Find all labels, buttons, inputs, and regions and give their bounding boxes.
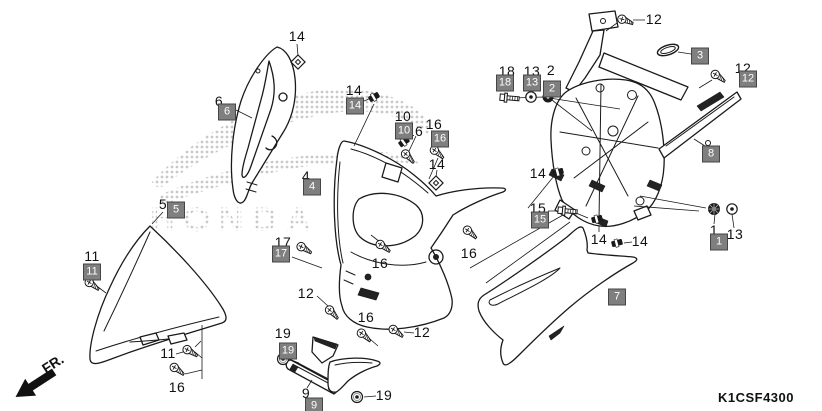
part-label-12: 12: [413, 324, 431, 340]
part-hotspot-15[interactable]: 15: [531, 211, 549, 229]
part-label-12: 12: [645, 11, 663, 27]
part-hotspot-14[interactable]: 14: [346, 97, 364, 115]
part-label-11: 11: [84, 248, 100, 264]
part-label-19: 19: [274, 325, 292, 341]
part-label-10: 10: [394, 108, 412, 124]
part-9-stay-bracket-drawing: [285, 336, 381, 395]
part-label-14: 14: [428, 156, 446, 172]
part-hotspot-3[interactable]: 3: [691, 47, 709, 65]
part-label-9: 9: [301, 385, 311, 401]
part-hotspot-9[interactable]: 9: [305, 397, 323, 411]
part-hotspot-1[interactable]: 1: [710, 233, 728, 251]
part-hotspot-11[interactable]: 11: [83, 263, 101, 281]
part-label-14: 14: [288, 28, 306, 44]
part-label-16: 16: [357, 309, 375, 325]
part-label-11: 11: [160, 345, 176, 361]
part-hotspot-8[interactable]: 8: [702, 145, 720, 163]
part-hotspot-17[interactable]: 17: [272, 245, 290, 263]
part-label-5: 5: [158, 196, 168, 212]
part-label-14: 14: [590, 231, 608, 247]
part-hotspot-5[interactable]: 5: [167, 201, 185, 219]
part-hotspot-2[interactable]: 2: [543, 80, 561, 98]
part-label-19: 19: [375, 387, 393, 403]
part-4-front-cowl-drawing: [333, 140, 507, 330]
part-label-14: 14: [529, 165, 547, 181]
part-hotspot-19[interactable]: 19: [279, 342, 297, 360]
part-hotspot-16[interactable]: 16: [431, 130, 449, 148]
part-8-headlight-stay-drawing: [548, 10, 742, 228]
part-hotspot-6[interactable]: 6: [218, 103, 236, 121]
part-label-16: 16: [425, 116, 443, 132]
part-label-4: 4: [301, 168, 311, 184]
diagram-code: K1CSF4300: [717, 390, 794, 405]
part-label-13: 13: [726, 226, 744, 242]
part-5-windscreen-drawing: [89, 225, 227, 365]
part-label-12: 12: [297, 285, 315, 301]
honda-wing-underline: [159, 151, 422, 204]
part-label-2: 2: [546, 62, 556, 78]
part-6-visor-garnish-drawing: [230, 46, 297, 204]
part-label-16: 16: [168, 379, 186, 395]
part-label-14: 14: [631, 233, 649, 249]
part-label-16: 16: [460, 245, 478, 261]
part-hotspot-12[interactable]: 12: [739, 70, 757, 88]
part-hotspot-4[interactable]: 4: [303, 178, 321, 196]
part-label-14: 14: [345, 82, 363, 98]
part-label-6: 6: [214, 93, 224, 109]
part-hotspot-10[interactable]: 10: [395, 122, 413, 140]
part-label-16: 16: [371, 255, 389, 271]
part-hotspot-13[interactable]: 13: [523, 74, 541, 92]
part-hotspot-7[interactable]: 7: [608, 288, 626, 306]
part-hotspot-18[interactable]: 18: [496, 74, 514, 92]
part-7-side-cowl-drawing: [477, 226, 638, 366]
part-label-1: 1: [709, 222, 719, 238]
